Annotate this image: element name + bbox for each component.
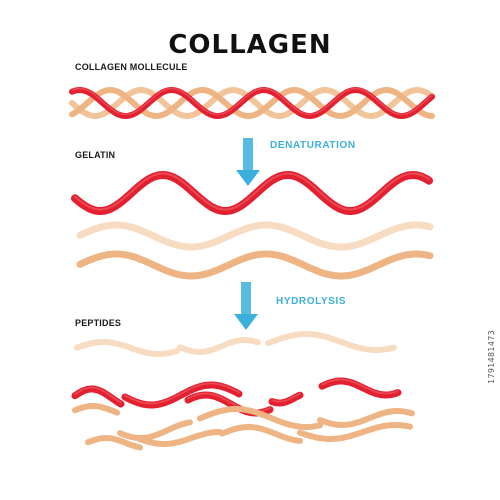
watermark-id: 1791481473 bbox=[487, 330, 496, 384]
helix-strand-red bbox=[69, 87, 435, 119]
peptide-fragment-9 bbox=[72, 403, 120, 416]
peptide-fragment-5-highlight bbox=[124, 382, 240, 405]
peptide-fragment-10 bbox=[117, 419, 193, 441]
denaturation-arrow bbox=[236, 138, 260, 186]
hydrolysis-arrow bbox=[234, 282, 258, 330]
gelatin-strand-red-highlight bbox=[74, 172, 430, 211]
peptide-fragment-12 bbox=[317, 408, 415, 428]
peptide-fragment-11 bbox=[197, 406, 323, 430]
step-label-hydrolysis: HYDROLYSIS bbox=[276, 296, 347, 307]
gelatin-strand-orange bbox=[76, 250, 434, 280]
peptide-fragment-7-highlight bbox=[271, 392, 301, 403]
collagen-triple-helix bbox=[69, 87, 435, 119]
peptide-fragment-1 bbox=[74, 339, 180, 357]
peptide-fragment-8-highlight bbox=[321, 378, 399, 395]
peptide-fragment-14 bbox=[137, 429, 223, 447]
peptide-fragment-8 bbox=[318, 377, 402, 399]
peptide-fragment-16 bbox=[297, 422, 413, 442]
peptide-fragment-4 bbox=[71, 385, 125, 408]
gelatin-strand-peach bbox=[76, 221, 434, 251]
label-collagen-molecule: COLLAGEN MOLLECULE bbox=[75, 62, 188, 72]
gelatin-strands bbox=[71, 171, 434, 280]
peptide-fragment-4-highlight bbox=[74, 386, 122, 404]
helix-strand-red-highlight bbox=[71, 87, 433, 116]
peptide-fragments bbox=[71, 331, 415, 451]
label-gelatin: GELATIN bbox=[75, 150, 116, 160]
label-peptides: PEPTIDES bbox=[75, 318, 122, 328]
peptide-fragment-3 bbox=[265, 331, 397, 353]
page-title: COLLAGEN bbox=[168, 30, 332, 60]
peptide-fragment-15 bbox=[219, 424, 303, 444]
peptide-fragment-2 bbox=[177, 337, 261, 355]
gelatin-strand-red bbox=[71, 171, 433, 215]
peptide-fragment-13 bbox=[85, 435, 143, 451]
step-label-denaturation: DENATURATION bbox=[270, 140, 356, 151]
helix-strand-peach bbox=[69, 87, 435, 119]
peptide-fragment-5 bbox=[121, 381, 243, 409]
process-arrows bbox=[234, 138, 260, 330]
peptide-fragment-7 bbox=[268, 391, 304, 407]
